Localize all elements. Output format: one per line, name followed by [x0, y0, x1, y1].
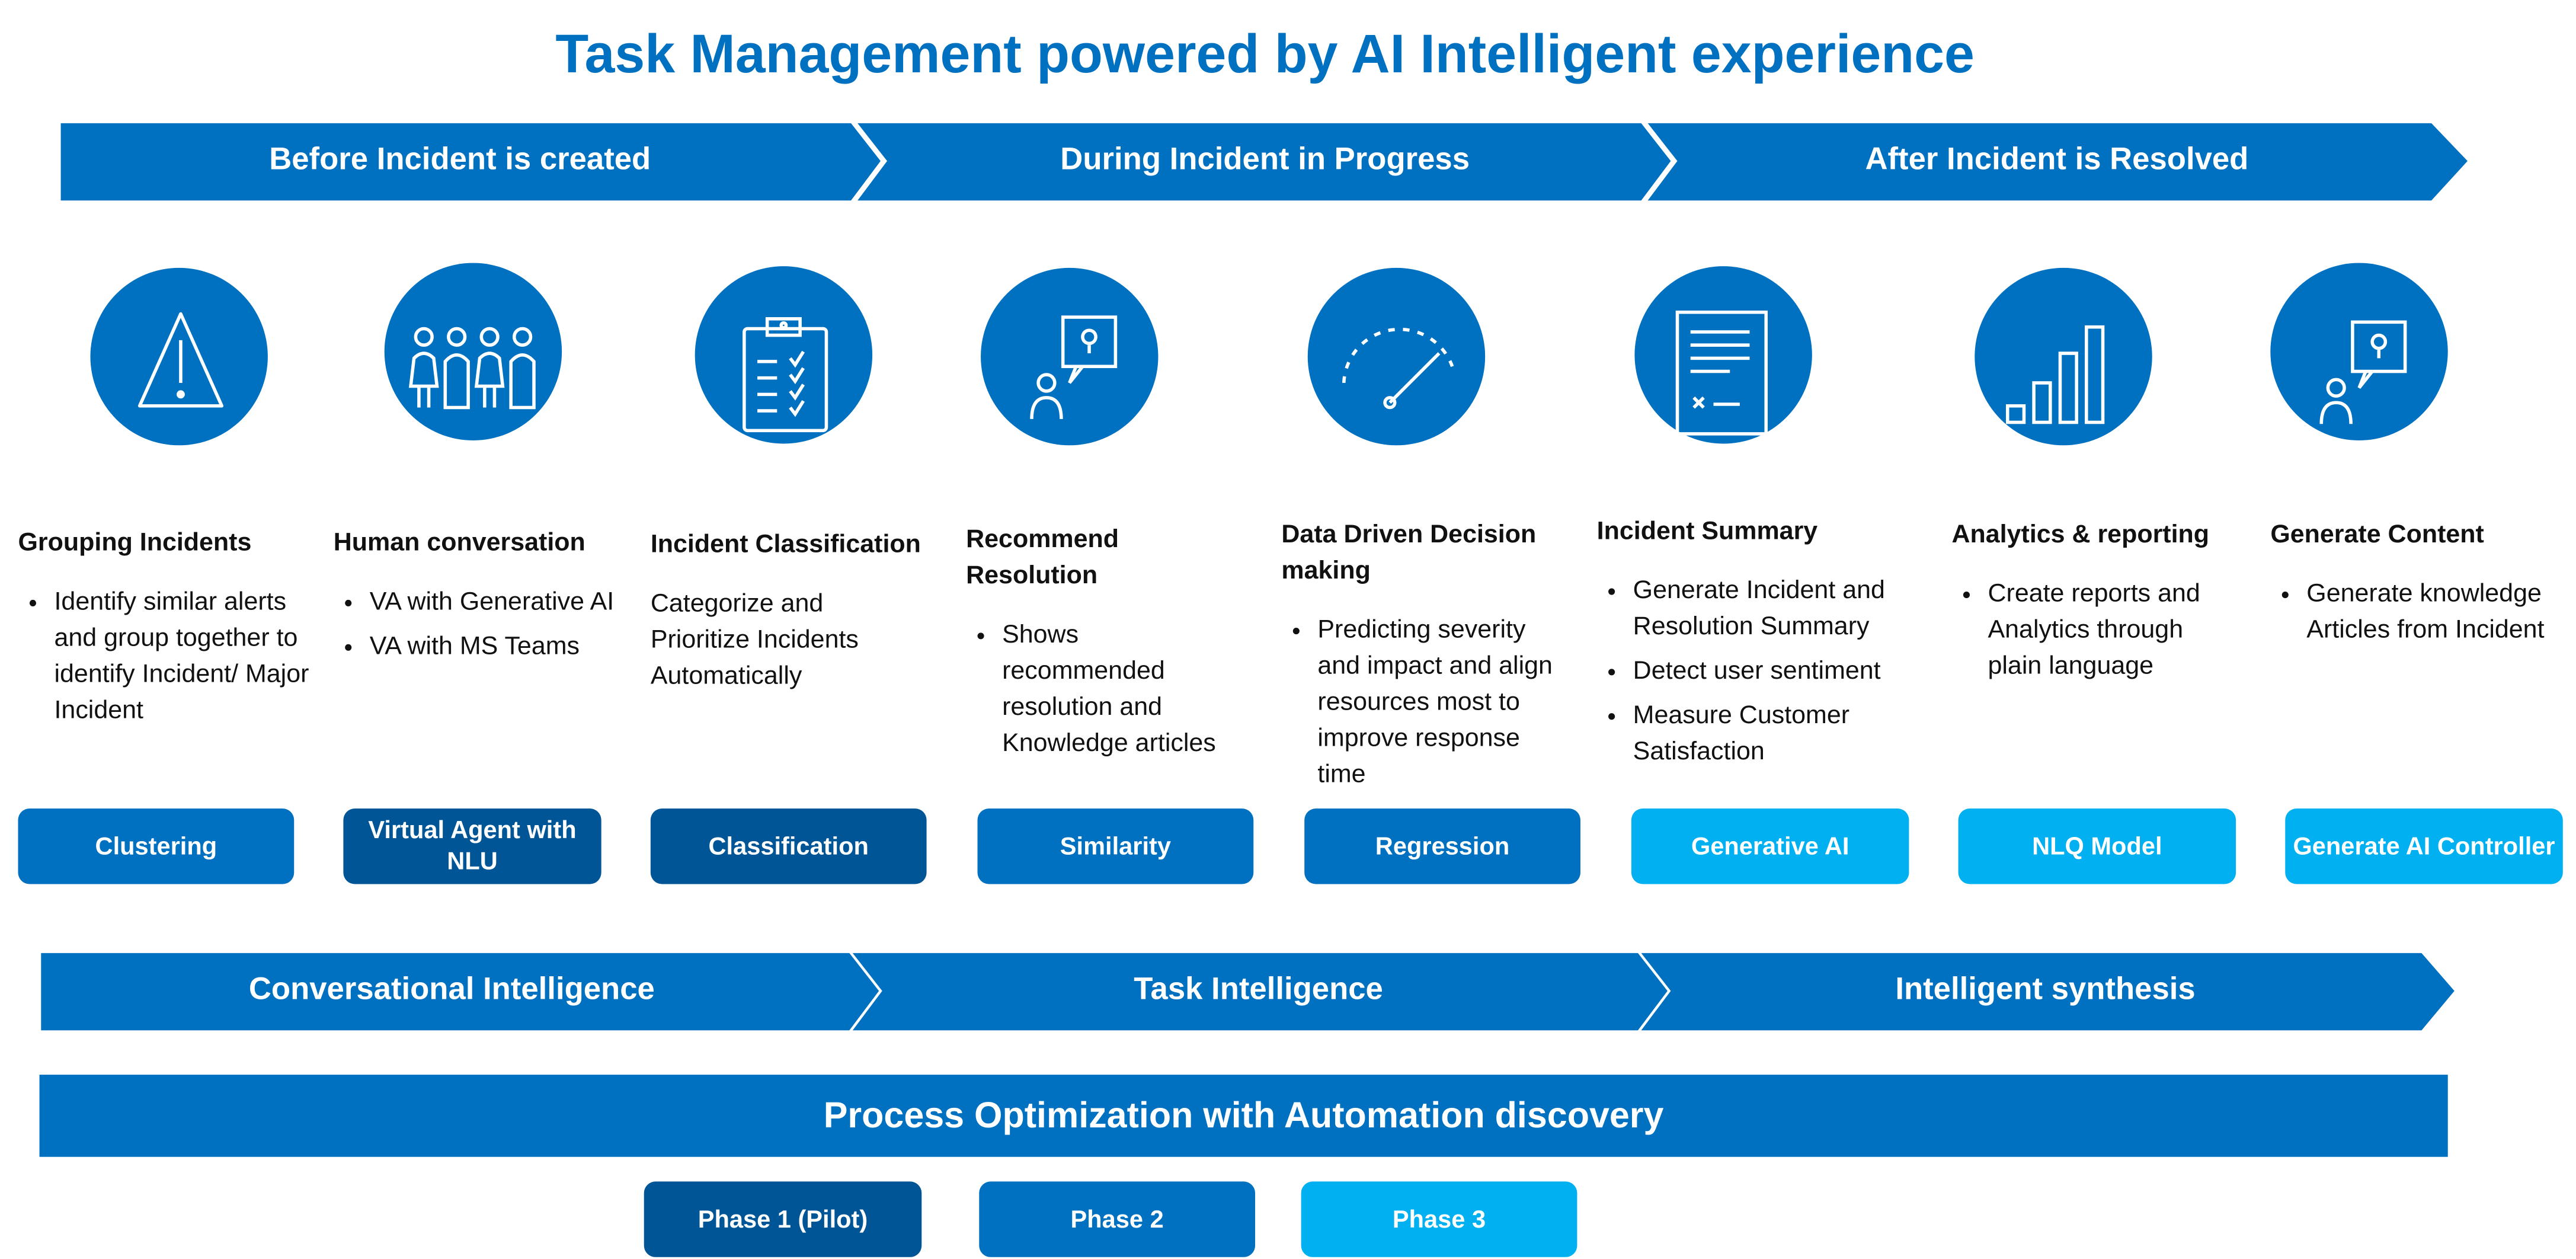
classification-button[interactable]: Classification: [650, 808, 927, 884]
regression-button[interactable]: Regression: [1304, 808, 1580, 884]
phase-3-button[interactable]: Phase 3: [1301, 1181, 1577, 1257]
column-human-conversation: Human conversation VA with Generative AI…: [334, 526, 633, 674]
bullet: Predicting severity and impact and align…: [1317, 613, 1560, 794]
bullet: Generate knowledge Articles from Inciden…: [2306, 577, 2558, 649]
phase-1-button[interactable]: Phase 1 (Pilot): [644, 1181, 922, 1257]
column-data-driven-decision: Data Driven Decision making Predicting s…: [1281, 517, 1560, 802]
warning-icon: [90, 267, 268, 446]
bar-chart-icon: [1975, 267, 2152, 446]
intelligence-label: Conversational Intelligence: [248, 973, 655, 1008]
stage-chevron-3: [1647, 123, 2468, 201]
column-incident-summary: Incident Summary Generate Incident and R…: [1597, 515, 1918, 779]
process-optimization-label: Process Optimization with Automation dis…: [823, 1094, 1664, 1136]
column-heading: Human conversation: [333, 529, 585, 557]
column-text: Categorize and Prioritize Incidents Auto…: [650, 590, 859, 691]
generate-ai-controller-button[interactable]: Generate AI Controller: [2285, 808, 2563, 884]
similarity-button[interactable]: Similarity: [977, 808, 1254, 884]
intelligence-label: Task Intelligence: [1134, 973, 1383, 1008]
column-heading: Generate Content: [2270, 520, 2484, 549]
nlq-model-button[interactable]: NLQ Model: [1958, 808, 2236, 884]
column-heading: Data Driven Decision making: [1281, 520, 1537, 585]
bullet: Measure Customer Satisfaction: [1633, 698, 1918, 771]
column-generate-content: Generate Content Generate knowledge Arti…: [2270, 517, 2558, 657]
bullet: Identify similar alerts and group togeth…: [54, 585, 317, 730]
column-heading: Analytics & reporting: [1951, 520, 2210, 549]
column-heading: Incident Classification: [650, 531, 921, 559]
page-title: Task Management powered by AI Intelligen…: [555, 23, 1975, 84]
virtual-agent-nlu-button[interactable]: Virtual Agent with NLU: [343, 808, 601, 884]
process-optimization-bar: [39, 1075, 2448, 1157]
column-heading: Recommend Resolution: [966, 526, 1119, 590]
clustering-button[interactable]: Clustering: [18, 808, 295, 884]
clipboard-checklist-icon: [695, 266, 873, 444]
bullet: Create reports and Analytics through pla…: [1988, 577, 2239, 685]
stage-chevron-bar: [60, 123, 2468, 201]
bullet: VA with Generative AI: [370, 585, 633, 621]
stage-chevron-1: [60, 123, 881, 201]
people-icon: [384, 263, 562, 440]
column-heading: Incident Summary: [1596, 517, 1818, 546]
column-analytics-reporting: Analytics & reporting Create reports and…: [1951, 517, 2239, 694]
bullet: Generate Incident and Resolution Summary: [1633, 574, 1918, 646]
stage-label: After Incident is Resolved: [1865, 143, 2249, 178]
column-incident-classification: Incident Classification Categorize and P…: [651, 528, 950, 695]
column-heading: Grouping Incidents: [18, 529, 252, 557]
column-grouping-incidents: Grouping Incidents Identify similar aler…: [18, 526, 317, 738]
column-recommend-resolution: Recommend Resolution Shows recommended r…: [966, 523, 1245, 771]
generative-ai-button[interactable]: Generative AI: [1631, 808, 1909, 884]
phase-2-button[interactable]: Phase 2: [979, 1181, 1256, 1257]
stage-label: Before Incident is created: [269, 143, 651, 178]
document-signature-icon: [1634, 266, 1812, 444]
speedometer-icon: [1307, 267, 1486, 446]
bullet: Shows recommended resolution and Knowled…: [1002, 618, 1245, 762]
stage-label: During Incident in Progress: [1060, 143, 1470, 178]
intelligence-chevron-bar: [41, 953, 2455, 1031]
bullet: VA with MS Teams: [370, 630, 633, 666]
intelligence-label: Intelligent synthesis: [1895, 973, 2196, 1008]
intelligence-chevron-3: [1641, 953, 2455, 1031]
intelligence-chevron-2: [852, 953, 1668, 1031]
person-idea-icon: [2270, 263, 2448, 440]
bullet: Detect user sentiment: [1633, 654, 1918, 690]
stage-chevron-2: [857, 123, 1671, 201]
intelligence-chevron-1: [41, 953, 879, 1031]
person-idea-icon: [981, 267, 1159, 446]
